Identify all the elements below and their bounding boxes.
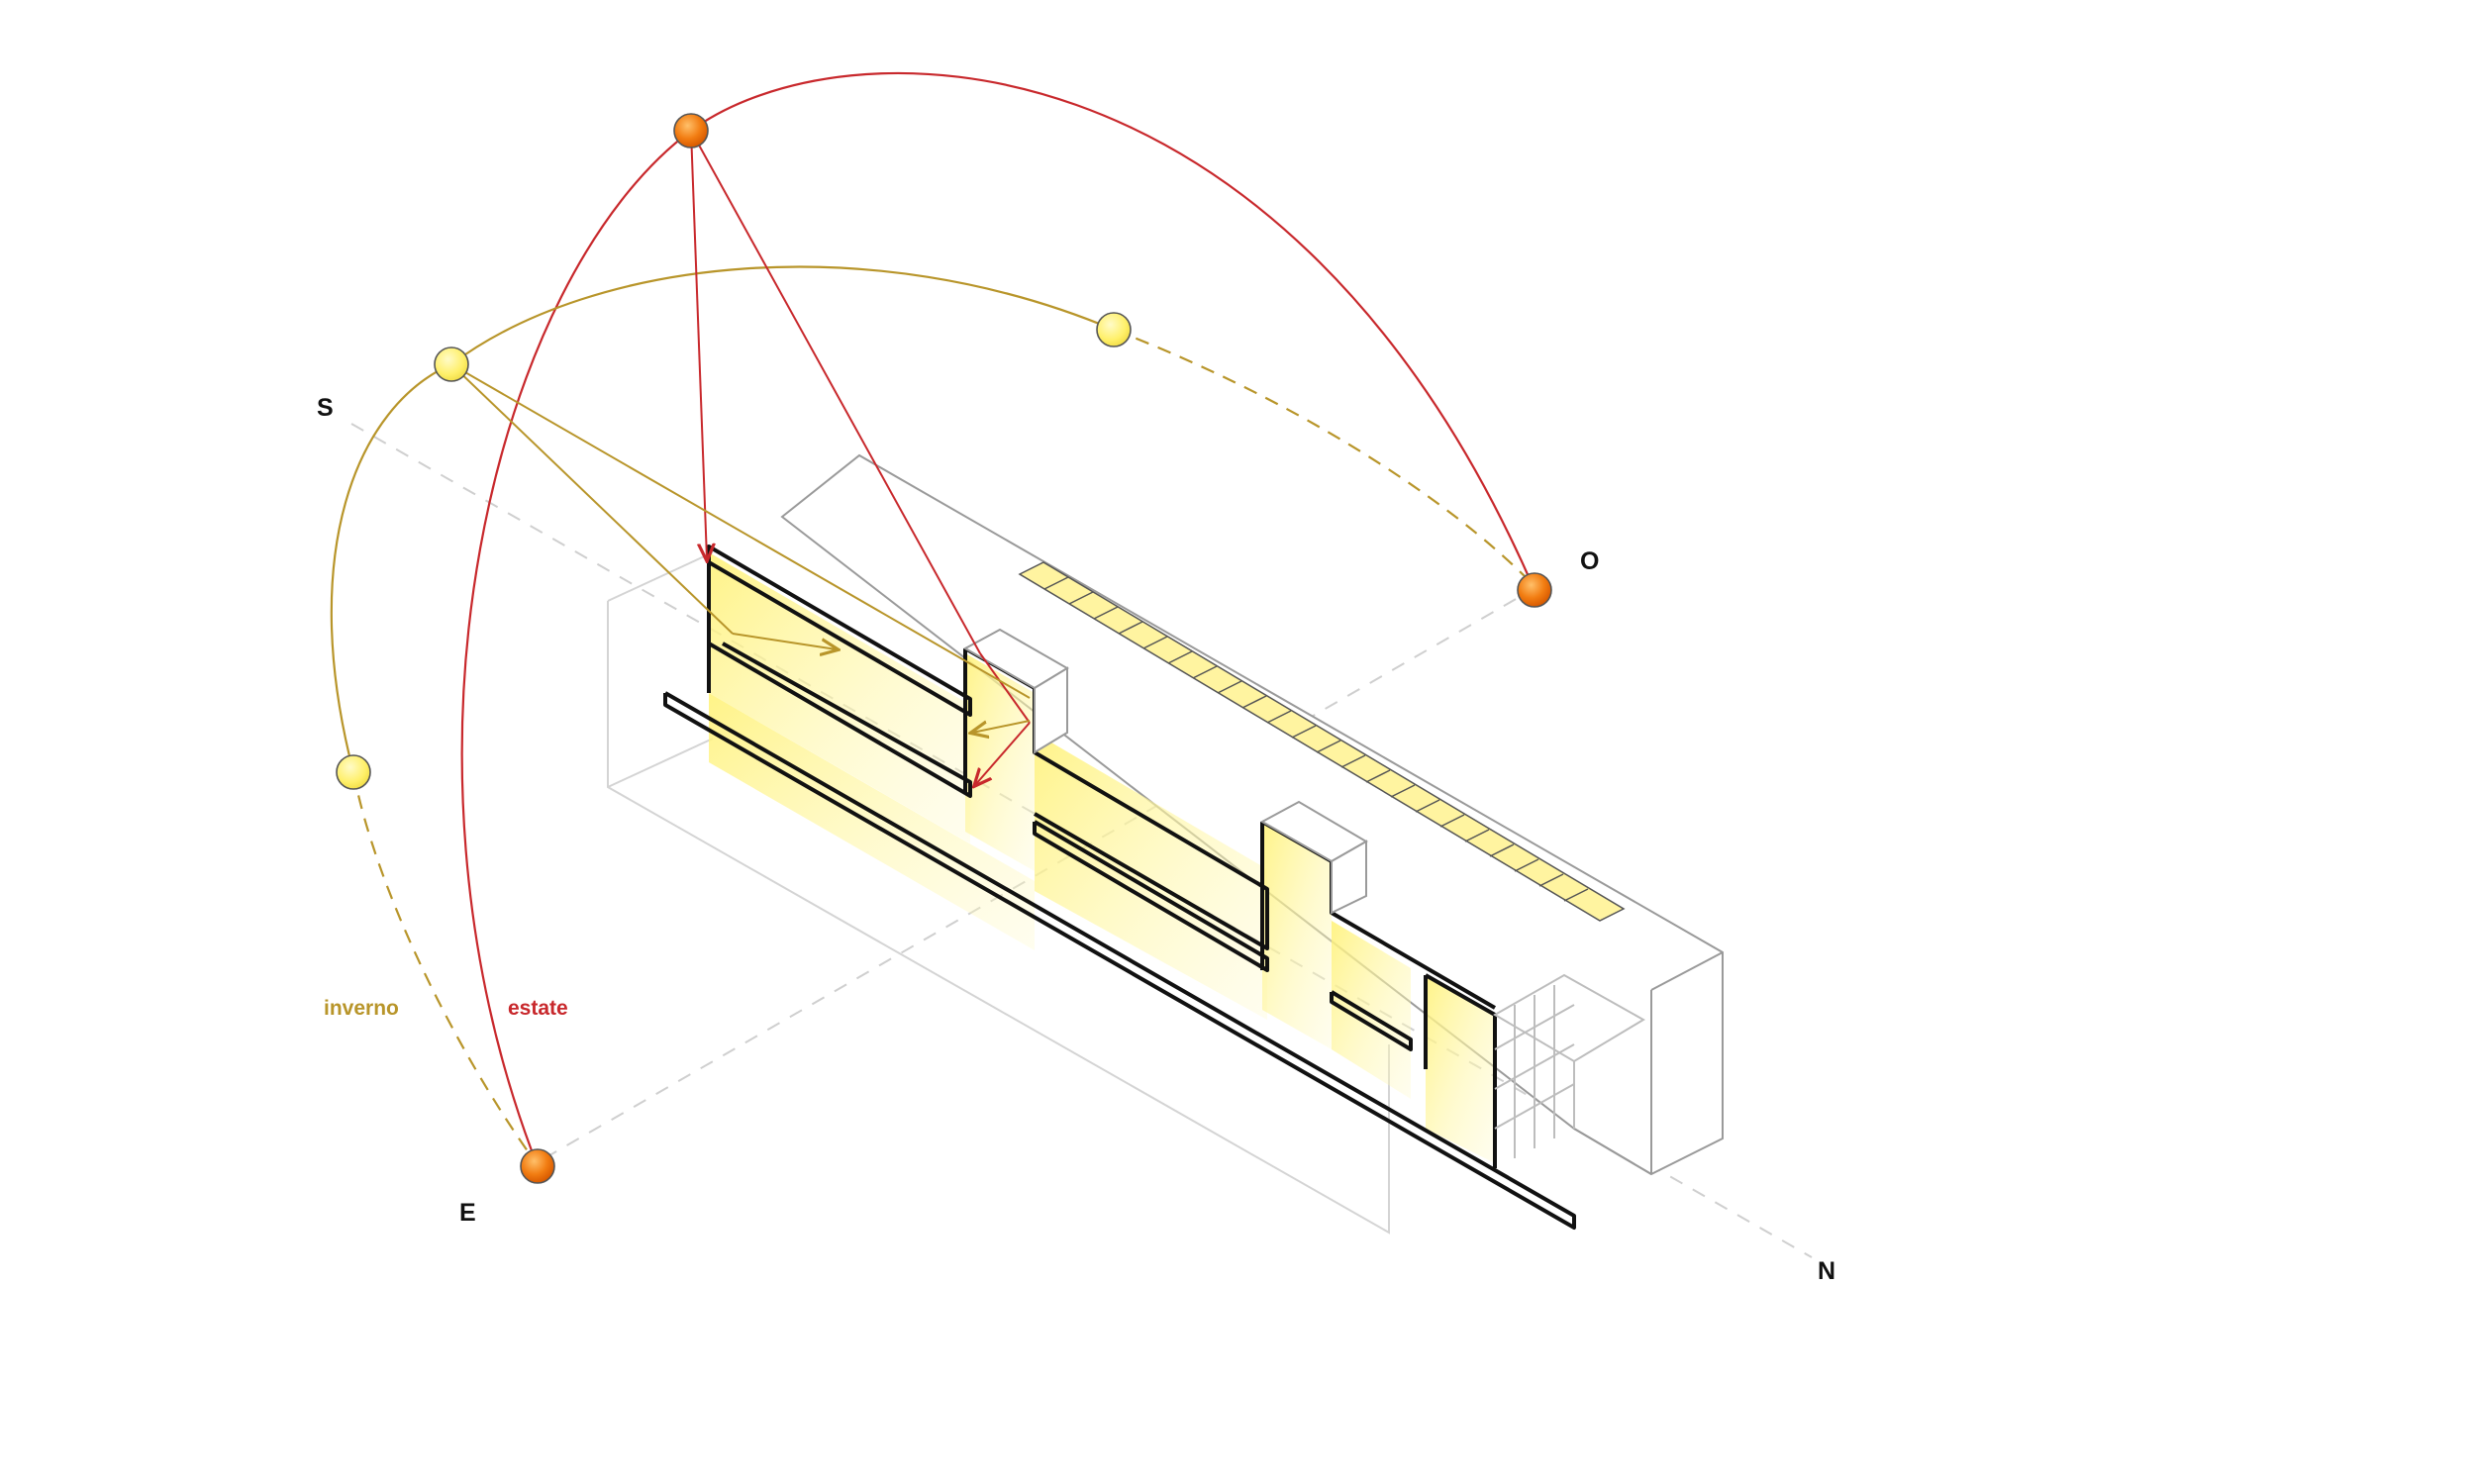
skylight-strip <box>1018 561 1626 922</box>
winter-sun-east <box>336 754 371 790</box>
winter-ray-2 <box>450 363 1031 699</box>
winter-ray-2-in <box>972 720 1031 733</box>
compass-south: S <box>317 394 334 422</box>
context-massing <box>607 551 1390 1235</box>
winter-sun-west <box>1096 312 1132 347</box>
winter-sun-path-hidden-west <box>1113 328 1534 585</box>
daylight-zones <box>709 552 1495 1163</box>
summer-sun-west <box>1517 572 1552 608</box>
compass-west: O <box>1580 547 1599 575</box>
summer-sun-noon <box>673 113 709 148</box>
compass-labels: S O E N <box>317 394 1835 1285</box>
winter-ray-1 <box>450 363 734 635</box>
sun-rays <box>450 130 1031 785</box>
summer-sun-east <box>520 1148 555 1184</box>
season-legend: inverno estate <box>324 997 568 1020</box>
legend-summer: estate <box>508 997 568 1020</box>
rooftop-boxes <box>962 628 1368 915</box>
skylight-dividers <box>1043 576 1589 902</box>
winter-ray-1-in <box>732 633 837 649</box>
compass-north: N <box>1818 1257 1835 1285</box>
compass-east: E <box>459 1199 476 1227</box>
winter-sun-path <box>330 265 1115 773</box>
winter-sun-path-hidden-east <box>351 771 534 1159</box>
facade-grid <box>1493 973 1645 1158</box>
legend-winter: inverno <box>324 997 399 1020</box>
summer-ray-2-in <box>975 722 1031 785</box>
summer-ray-2 <box>690 130 981 654</box>
winter-sun-noon <box>434 346 469 382</box>
east-west-axis <box>544 593 1526 1159</box>
summer-ray-2-reflect <box>979 652 1031 724</box>
building <box>663 453 1724 1230</box>
sun-positions <box>336 113 1552 1184</box>
summer-ray-1 <box>690 130 707 559</box>
